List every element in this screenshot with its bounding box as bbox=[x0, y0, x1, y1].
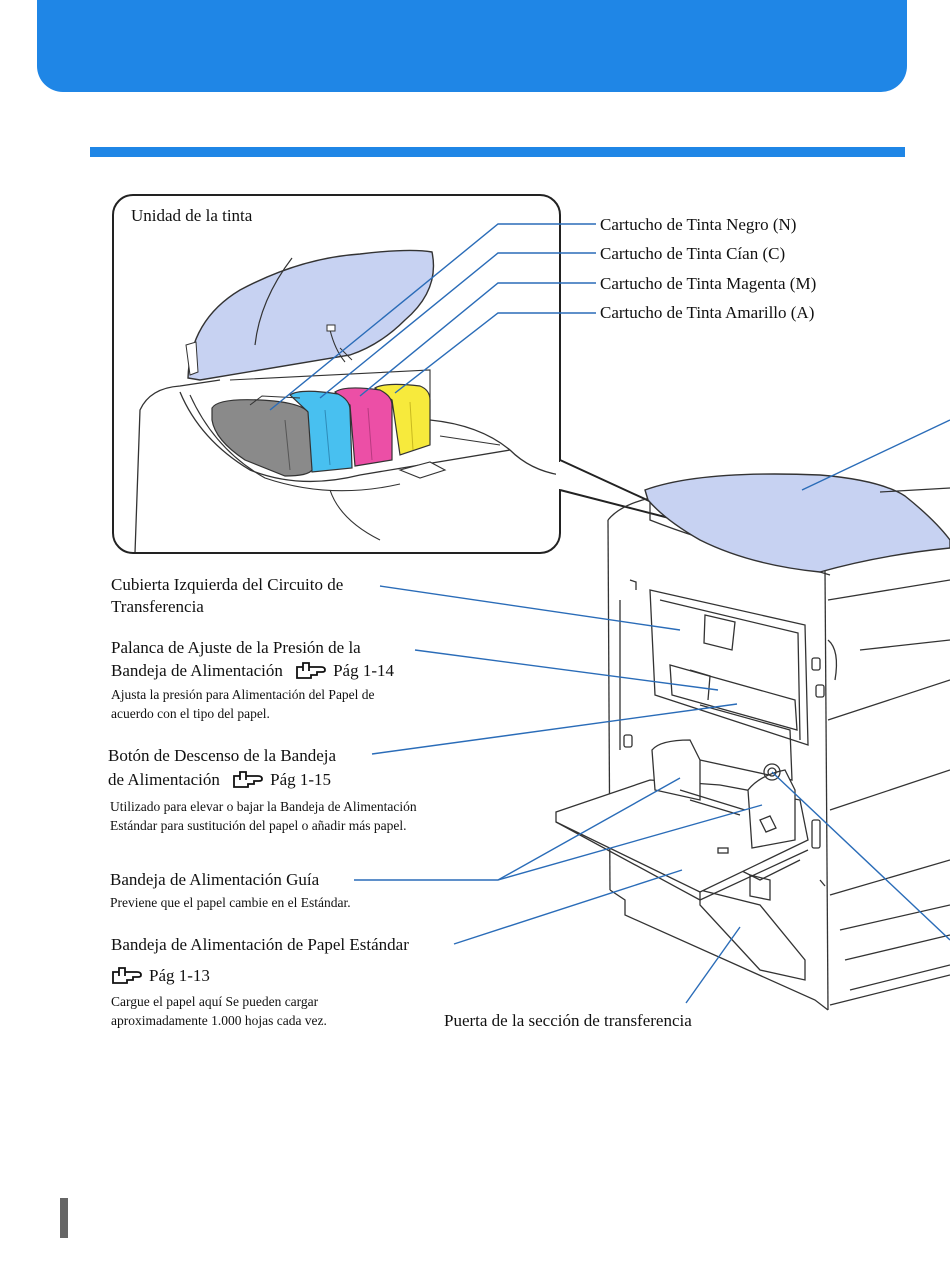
pressure-lever-label-text: Bandeja de Alimentación bbox=[111, 661, 283, 680]
pressure-lever-page-ref: Pág 1-14 bbox=[295, 661, 394, 680]
pressure-lever-label-line1: Palanca de Ajuste de la Presión de la bbox=[111, 638, 361, 657]
leader-lines bbox=[269, 223, 950, 1004]
standard-tray-desc-line2: aproximadamente 1.000 hojas cada vez. bbox=[111, 1013, 327, 1028]
magenta-cartridge-label: Cartucho de Tinta Magenta (M) bbox=[600, 274, 817, 293]
standard-tray-desc-line1: Cargue el papel aquí Se pueden cargar bbox=[111, 994, 319, 1009]
cyan-cartridge-label: Cartucho de Tinta Cían (C) bbox=[600, 244, 786, 263]
black-cartridge-label: Cartucho de Tinta Negro (N) bbox=[600, 215, 797, 234]
descent-button-label-text: de Alimentación bbox=[108, 770, 220, 789]
descent-button-desc-line1: Utilizado para elevar o bajar la Bandeja… bbox=[110, 799, 417, 814]
pointing-hand-icon bbox=[233, 771, 264, 788]
header-banner bbox=[37, 0, 907, 92]
left-cover-label-line1: Cubierta Izquierda del Circuito de bbox=[111, 575, 344, 594]
pressure-lever-desc-line1: Ajusta la presión para Alimentación del … bbox=[111, 687, 375, 702]
descent-button-page-ref: Pág 1-15 bbox=[232, 770, 331, 789]
paper-tray bbox=[555, 739, 809, 901]
pointing-hand-icon bbox=[296, 662, 326, 679]
pressure-lever-label-line2: Bandeja de Alimentación Pág 1-14 bbox=[111, 661, 394, 681]
ink-unit-title: Unidad de la tinta bbox=[131, 206, 253, 225]
ink-unit-inset bbox=[113, 195, 560, 553]
yellow-cartridge-label: Cartucho de Tinta Amarillo (A) bbox=[600, 303, 815, 322]
descent-button-label-line2: de Alimentación Pág 1-15 bbox=[108, 770, 331, 790]
left-cover-label-line2: Transferencia bbox=[111, 597, 204, 616]
page-marker bbox=[60, 1198, 68, 1238]
tray-guide-label: Bandeja de Alimentación Guía bbox=[110, 870, 320, 889]
pressure-lever-desc-line2: acuerdo con el tipo del papel. bbox=[111, 706, 270, 721]
transfer-door-label: Puerta de la sección de transferencia bbox=[444, 1011, 692, 1030]
standard-tray-label: Bandeja de Alimentación de Papel Estánda… bbox=[111, 935, 409, 954]
standard-tray-page-ref: Pág 1-13 bbox=[111, 966, 210, 986]
descent-button-label-line1: Botón de Descenso de la Bandeja bbox=[108, 746, 337, 765]
pointing-hand-icon bbox=[112, 967, 142, 984]
descent-button-desc-line2: Estándar para sustitución del papel o añ… bbox=[110, 818, 407, 833]
tray-guide-desc: Previene que el papel cambie en el Están… bbox=[110, 895, 351, 910]
section-rule bbox=[90, 147, 905, 157]
